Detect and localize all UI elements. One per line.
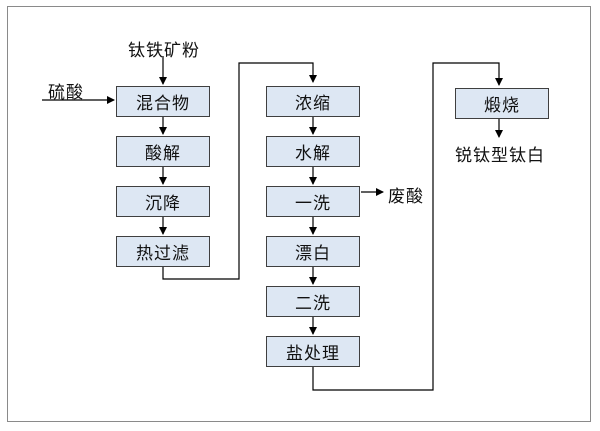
step-box-mix: 混合物	[116, 86, 210, 117]
step-box-hydrolysis: 水解	[266, 136, 360, 167]
product-label: 锐钛型钛白	[455, 146, 545, 166]
step-box-bleach: 漂白	[266, 236, 360, 267]
step-box-settling: 沉降	[116, 186, 210, 217]
step-box-first-wash: 一洗	[266, 186, 360, 217]
step-box-salt-treatment: 盐处理	[266, 336, 360, 367]
raw-material-label: 钛铁矿粉	[128, 41, 200, 61]
arrow-salt-to-calcine	[312, 62, 503, 391]
step-box-second-wash: 二洗	[266, 286, 360, 317]
step-box-concentrate: 浓缩	[266, 86, 360, 117]
step-box-hot-filter: 热过滤	[116, 236, 210, 267]
diagram-frame	[7, 6, 591, 422]
arrow-filter-to-concentrate	[162, 62, 317, 280]
waste-acid-label: 废酸	[388, 187, 424, 207]
step-box-acidolysis: 酸解	[116, 136, 210, 167]
acid-label: 硫酸	[48, 83, 84, 103]
step-box-calcine: 煅烧	[455, 88, 549, 119]
